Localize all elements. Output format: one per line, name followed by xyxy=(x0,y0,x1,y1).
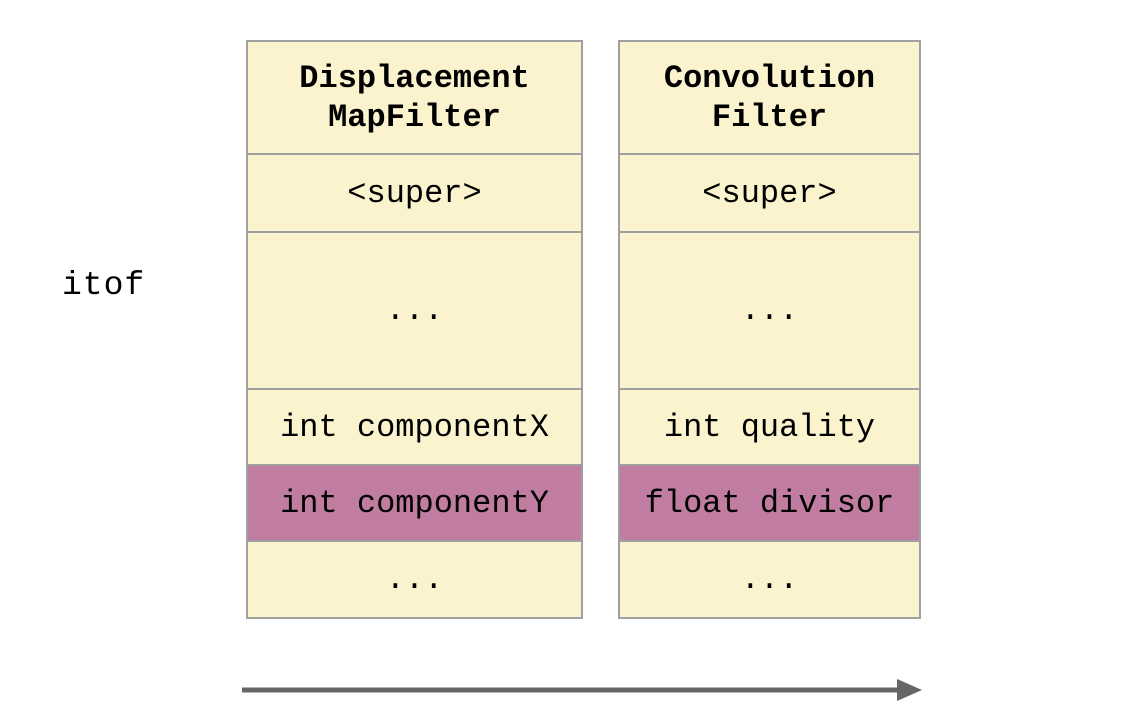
table-row: ... xyxy=(620,233,919,390)
table-row: <super> xyxy=(620,155,919,233)
table-title-line: Displacement xyxy=(299,59,530,97)
table-header: Displacement MapFilter xyxy=(248,42,581,155)
table-row: int quality xyxy=(620,390,919,466)
table-row-highlighted: int componentY xyxy=(248,466,581,542)
table-row: <super> xyxy=(248,155,581,233)
direction-arrow-icon xyxy=(230,670,930,710)
table-title-line: Filter xyxy=(711,98,828,136)
class-table-displacement-map-filter: Displacement MapFilter <super> ... int c… xyxy=(246,40,583,619)
table-title-line: MapFilter xyxy=(328,98,501,136)
table-title-line: Convolution xyxy=(663,59,876,97)
table-row: ... xyxy=(248,233,581,390)
table-row: ... xyxy=(248,542,581,617)
class-table-convolution-filter: Convolution Filter <super> ... int quali… xyxy=(618,40,921,619)
itof-label: itof xyxy=(62,267,146,304)
table-row: ... xyxy=(620,542,919,617)
table-row: int componentX xyxy=(248,390,581,466)
table-row-highlighted: float divisor xyxy=(620,466,919,542)
table-header: Convolution Filter xyxy=(620,42,919,155)
